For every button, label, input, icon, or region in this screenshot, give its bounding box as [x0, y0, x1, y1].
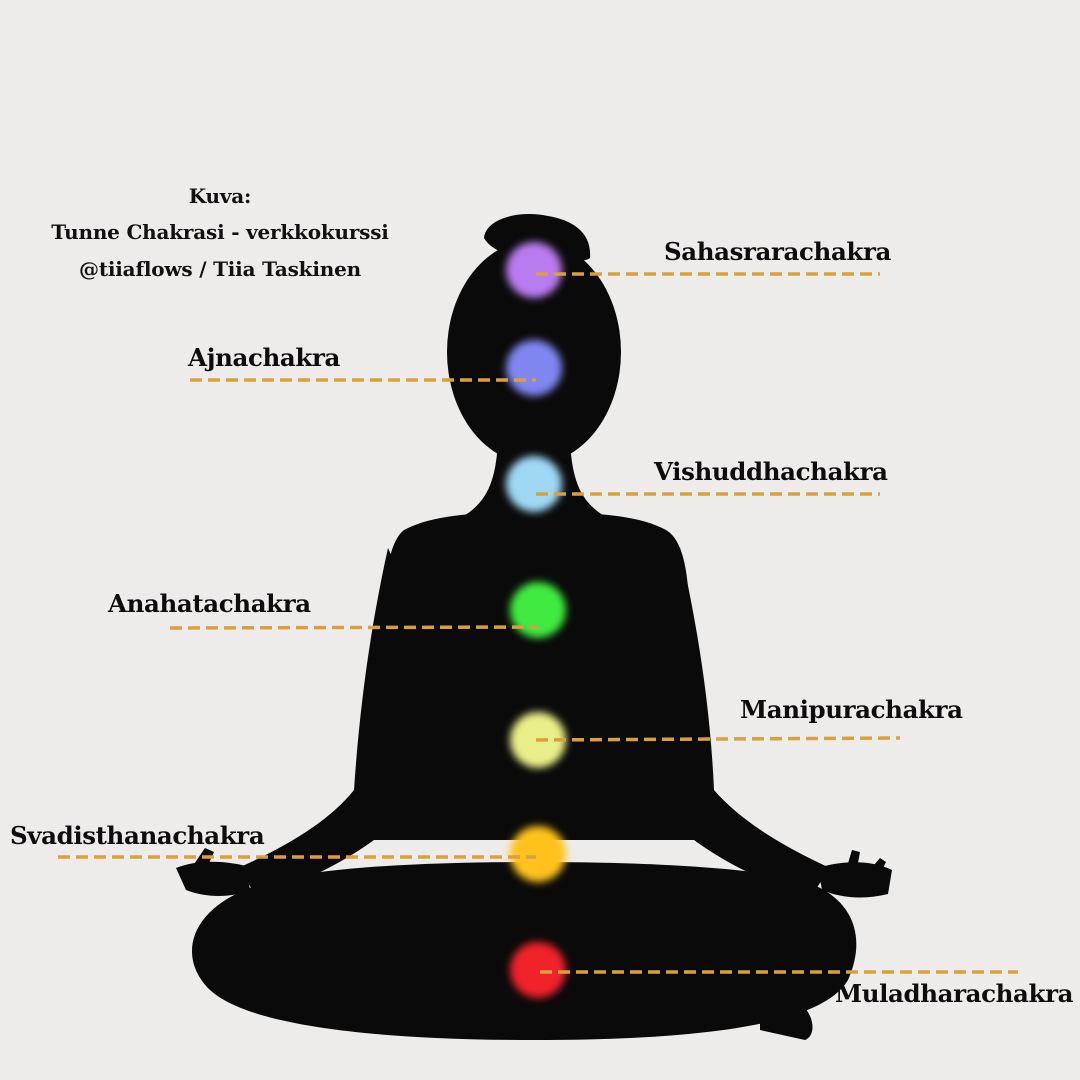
- label-anahatachakra: Anahatachakra: [108, 589, 311, 618]
- chakra-orb-vishuddhachakra: [506, 456, 562, 512]
- chakra-orb-anahatachakra: [510, 582, 566, 638]
- chakra-orb-sahasrarachakra: [506, 242, 562, 298]
- credit-line-3: @tiiaflows / Tiia Taskinen: [79, 257, 361, 281]
- credit-line-1: Kuva:: [188, 184, 252, 208]
- chakra-orb-muladharachakra: [510, 942, 566, 998]
- label-sahasrarachakra: Sahasrarachakra: [664, 237, 891, 266]
- label-ajnachakra: Ajnachakra: [188, 343, 340, 372]
- label-vishuddhachakra: Vishuddhachakra: [654, 457, 888, 486]
- leader-line-anahatachakra: [169, 625, 539, 630]
- label-manipurachakra: Manipurachakra: [740, 695, 963, 724]
- label-muladharachakra: Muladharachakra: [835, 979, 1074, 1008]
- label-svadisthanachakra: Svadisthanachakra: [10, 821, 265, 850]
- credit-line-2: Tunne Chakrasi - verkkokurssi: [51, 220, 389, 244]
- chakra-orb-svadisthanachakra: [510, 826, 566, 882]
- chakra-orb-ajnachakra: [506, 340, 562, 396]
- leader-line-manipurachakra: [535, 736, 901, 742]
